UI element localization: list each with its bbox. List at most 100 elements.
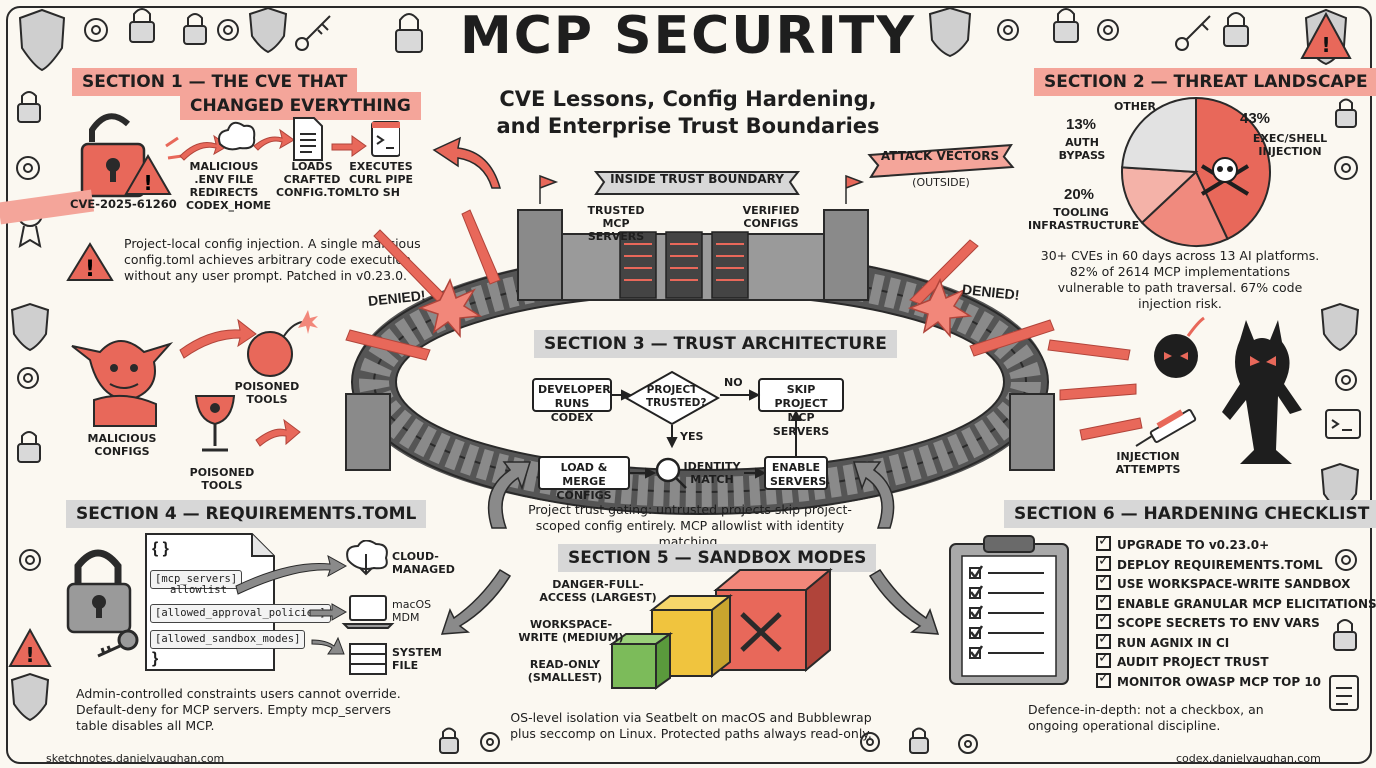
pie-slice [1140,170,1229,247]
checklist-item: USE WORKSPACE-WRITE SANDBOX [1096,571,1376,595]
subtitle-line: and Enterprise Trust Boundaries [496,114,880,138]
gear-icon [1335,549,1357,571]
poisoned-tools-label-1: POISONED TOOLS [234,380,300,406]
pie-pct-auth: 13% [1066,116,1097,133]
check-icon [1096,571,1111,591]
gear-icon [17,367,39,389]
brace-open: { } [152,540,169,557]
lock-icon [66,549,132,634]
gear-icon [217,19,239,41]
server-rack-icon [665,231,703,299]
inside-banner [593,171,801,195]
check-icon [1096,610,1111,630]
checklist-item-label: SCOPE SECRETS TO ENV VARS [1117,616,1320,630]
bomb-icon [247,310,318,377]
pie-label-exec: EXEC/SHELL INJECTION [1252,132,1328,158]
section4-heading: SECTION 4 — REQUIREMENTS.TOML [66,500,427,528]
key-allowlist: allowlist [170,584,227,596]
castle-tower [1009,393,1055,471]
section2-heading: SECTION 2 — THREAT LANDSCAPE [1034,68,1376,96]
check-icon [1096,669,1111,688]
page-subtitle: CVE Lessons, Config Hardening, and Enter… [0,86,1376,140]
pie-label-tooling: TOOLING INFRASTRUCTURE [1028,206,1140,232]
terminal-icon [371,121,400,157]
clipboard-icon [1329,675,1359,711]
clipboard-illustration [949,535,1069,685]
svg-text:!: ! [85,257,95,282]
left-attackers [71,310,318,452]
document-icon [293,117,323,161]
section1-description: Project-local config injection. A single… [124,236,421,283]
gear-icon [1335,369,1357,391]
pie-slice [1121,166,1199,225]
key-icon [305,15,331,41]
gear-icon [1334,156,1358,180]
target-mdm: macOS MDM [392,598,432,624]
gear-icon [958,734,978,754]
section4-targets [235,540,395,675]
cve-badge: CVE-2025-61260 [70,197,177,211]
warning-icon: ! [124,154,172,195]
shield-icon [10,302,50,352]
shield-icon [1320,302,1360,352]
key-icon [1185,15,1211,41]
laptop-icon [341,595,395,629]
target-system-file: SYSTEM FILE [392,646,442,672]
checklist-item-label: MONITOR OWASP MCP TOP 10 [1117,674,1322,689]
section4-description: Admin-controlled constraints users canno… [76,686,401,733]
padlock-key-illustration [66,549,139,658]
pie-pct-tooling: 20% [1064,186,1095,203]
check-icon [1096,630,1111,649]
injection-attempts-label: INJECTION ATTEMPTS [1115,450,1181,476]
page-border [6,6,1372,764]
svg-text:!: ! [1321,33,1330,57]
attack-vectors-label: ATTACK VECTORS [880,149,1000,163]
section1-heading-line: SECTION 1 — THE CVE THAT [82,72,348,92]
inside-banner-label: INSIDE TRUST BOUNDARY [610,172,784,186]
checklist-item-label: UPGRADE TO v0.23.0+ [1117,538,1270,552]
magnifier-icon [655,457,687,489]
footer-left: sketchnotes.danielvaughan.com [46,752,225,765]
poisoned-tools-label-2: POISONED TOOLS [189,466,255,492]
gear-icon [997,19,1019,41]
skull-icon [1200,157,1250,196]
sandbox-cubes [440,567,940,690]
flow-arrows [612,389,802,489]
lock-icon [1053,21,1079,43]
outside-label: (OUTSIDE) [912,176,970,189]
gear-icon [1097,19,1119,41]
target-cloud: CLOUD-MANAGED [392,550,455,576]
lock-icon [17,443,41,463]
section1-heading: SECTION 1 — THE CVE THAT [72,68,358,96]
mode-workspace: WORKSPACE-WRITE (MEDIUM) [518,618,624,644]
subtitle-line: CVE Lessons, Config Hardening, [499,87,877,111]
checklist-item: DEPLOY REQUIREMENTS.TOML [1096,552,1376,576]
flow-yes: YES [680,430,704,443]
gear-icon [19,549,41,571]
shield-icon [10,672,50,722]
footer-right: codex.danielvaughan.com [1176,752,1321,765]
lock-icon [1223,25,1249,47]
lock-icon [1335,109,1357,128]
section1-heading-line2: CHANGED EVERYTHING [180,92,421,120]
right-attackers [1047,316,1302,464]
cube-danger-full-access [713,567,833,673]
goblin-icon [71,340,174,427]
section6-description: Defence-in-depth: not a checkbox, an ong… [1028,702,1264,733]
checklist-item: AUDIT PROJECT TRUST [1096,649,1376,673]
flow-enable: ENABLE SERVERS [764,456,828,490]
flow-decision-diamond [624,370,720,426]
castle-tower [517,209,563,301]
curved-arrow-icon [432,136,501,189]
trusted-servers-label: TRUSTED MCP SERVERS [587,204,645,243]
check-icon [1096,552,1111,571]
shield-icon [928,6,972,58]
verified-configs-label: VERIFIED CONFIGS [742,204,800,230]
flow-identity: IDENTITY MATCH [683,460,741,486]
flow-developer: DEVELOPER RUNS CODEX [532,378,612,424]
checklist-item: ENABLE GRANULAR MCP ELICITATIONS [1096,591,1376,615]
section5-heading: SECTION 5 — SANDBOX MODES [558,544,877,572]
checklist-item-label: ENABLE GRANULAR MCP ELICITATIONS [1117,596,1376,611]
pie-slice [1121,96,1197,174]
